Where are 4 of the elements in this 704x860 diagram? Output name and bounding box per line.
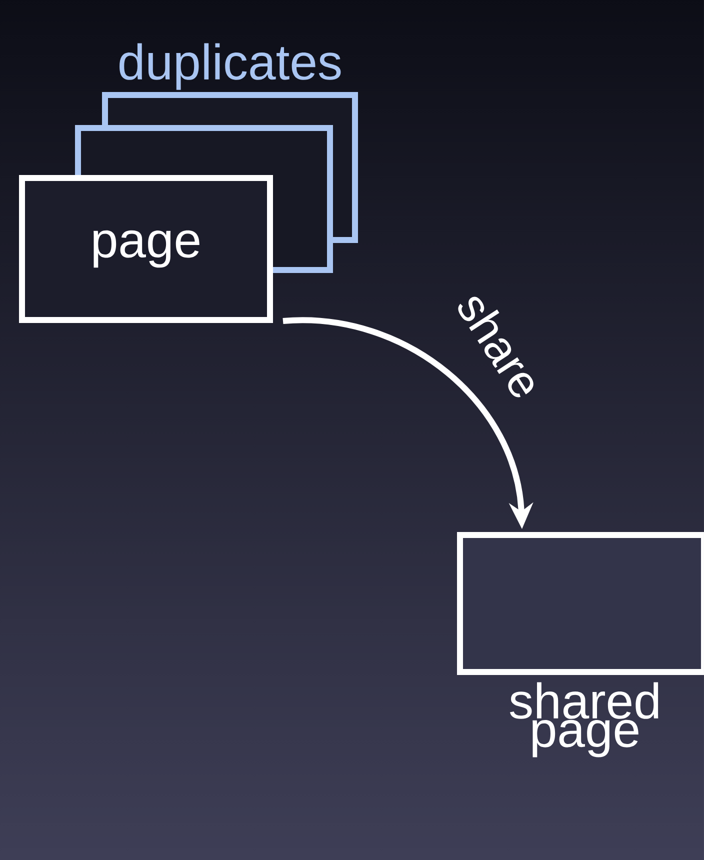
node-label: duplicates bbox=[120, 43, 341, 90]
page-box: page bbox=[19, 175, 273, 323]
node-label: shared page bbox=[510, 682, 658, 758]
shared-page-box: shared page bbox=[457, 532, 704, 758]
